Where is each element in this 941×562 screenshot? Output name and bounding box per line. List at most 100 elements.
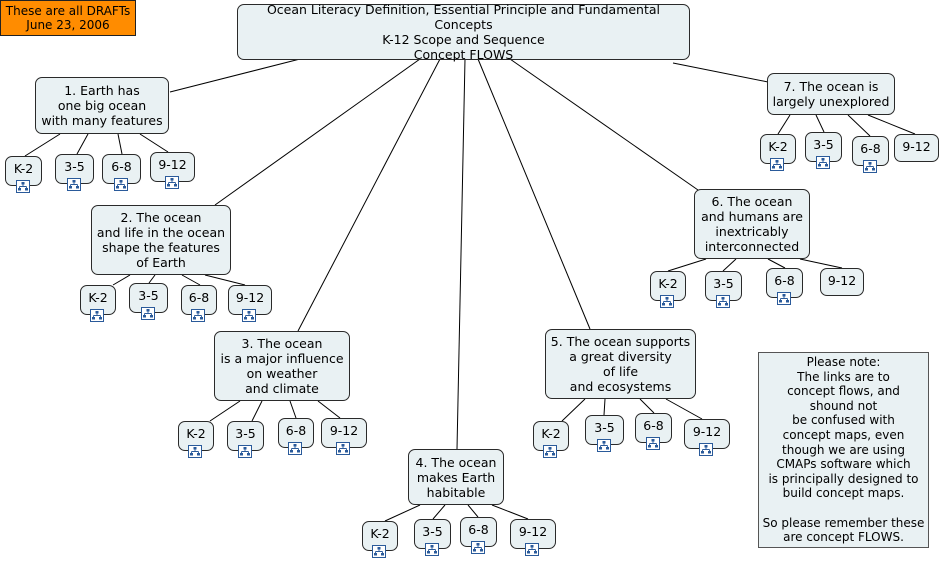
cmap-link-icon[interactable] [525, 543, 539, 556]
grade-label: 9-12 [902, 139, 931, 154]
grade-node-p6-3-5[interactable]: 3-5 [705, 271, 742, 308]
cmap-link-icon[interactable] [815, 156, 830, 169]
grade-label: 9-12 [158, 157, 187, 172]
principle-4-node[interactable]: 4. The ocean makes Earth habitable [408, 449, 504, 505]
grade-node-p1-9-12[interactable]: 9-12 [150, 152, 195, 189]
grade-node-p1-6-8[interactable]: 6-8 [102, 154, 141, 191]
grade-node-p3-6-8[interactable]: 6-8 [278, 418, 314, 455]
root-to-principle-4-line [456, 58, 466, 450]
principle-2-node[interactable]: 2. The ocean and life in the ocean shape… [91, 205, 231, 275]
grade-label: K-2 [658, 276, 678, 291]
grade-node-p5-6-8[interactable]: 6-8 [635, 413, 672, 450]
grade-node-p4-k2[interactable]: K-2 [362, 521, 398, 558]
cmap-link-icon[interactable] [862, 160, 877, 173]
principle-1-to-grade-3-line [117, 133, 123, 155]
principle-4-to-grade-4-line [491, 504, 529, 520]
cmap-link-icon[interactable] [776, 292, 791, 305]
principle-4-to-grade-2-line [432, 504, 446, 520]
cmap-link-icon[interactable] [715, 295, 730, 308]
grade-node-p3-k2[interactable]: K-2 [178, 421, 214, 458]
grade-node-p1-3-5[interactable]: 3-5 [55, 154, 94, 191]
draft-notice: These are all DRAFTs June 23, 2006 [0, 0, 136, 36]
grade-label: 6-8 [188, 290, 210, 305]
cmap-link-icon[interactable] [596, 439, 611, 452]
grade-node-p1-k2[interactable]: K-2 [5, 156, 42, 193]
root-to-principle-7-line [672, 62, 769, 83]
grade-label: 3-5 [138, 288, 159, 303]
grade-node-p3-9-12[interactable]: 9-12 [321, 418, 367, 455]
grade-node-p4-9-12[interactable]: 9-12 [510, 519, 556, 556]
cmap-link-icon[interactable] [140, 307, 155, 320]
grade-label: 3-5 [713, 276, 734, 291]
grade-node-p4-6-8[interactable]: 6-8 [460, 517, 497, 554]
cmap-link-icon[interactable] [424, 543, 439, 556]
grade-node-p5-3-5[interactable]: 3-5 [585, 415, 624, 452]
cmap-link-icon[interactable] [336, 442, 350, 455]
principle-5-to-grade-2-line [603, 398, 606, 416]
cmap-link-icon[interactable] [15, 180, 30, 193]
cmap-link-icon[interactable] [645, 437, 660, 450]
principle-1-to-grade-4-line [139, 133, 169, 153]
principle-5-node[interactable]: 5. The ocean supports a great diversity … [545, 329, 696, 399]
principle-7-node[interactable]: 7. The ocean is largely unexplored [767, 73, 895, 115]
grade-node-p2-k2[interactable]: K-2 [80, 285, 116, 322]
principle-3-to-grade-3-line [289, 400, 297, 419]
grade-node-p6-6-8[interactable]: 6-8 [766, 268, 803, 305]
grade-node-p2-6-8[interactable]: 6-8 [181, 285, 217, 322]
grade-label: 3-5 [422, 524, 443, 539]
root-concept[interactable]: Ocean Literacy Definition, Essential Pri… [237, 2, 690, 62]
principle-3-to-grade-1-line [209, 400, 241, 422]
principle-2-to-grade-1-line [112, 274, 131, 286]
grade-node-p2-9-12[interactable]: 9-12 [228, 285, 272, 322]
cmap-link-icon[interactable] [191, 309, 205, 322]
grade-node-p6-9-12[interactable]: 9-12 [820, 268, 864, 296]
note-box: Please note: The links are to concept fl… [758, 352, 929, 548]
principle-2-to-grade-3-line [181, 274, 201, 286]
cmap-link-icon[interactable] [66, 178, 81, 191]
principle-6-to-grade-4-line [799, 258, 843, 269]
principle-6-node[interactable]: 6. The ocean and humans are inextricably… [694, 189, 810, 259]
grade-label: 9-12 [518, 524, 548, 539]
principle-3-to-grade-2-line [251, 400, 263, 422]
grade-node-p5-9-12[interactable]: 9-12 [684, 419, 730, 456]
cmap-link-icon[interactable] [372, 545, 386, 558]
cmap-link-icon[interactable] [188, 445, 202, 458]
cmap-link-icon[interactable] [90, 309, 104, 322]
grade-label: 9-12 [235, 290, 265, 305]
cmap-link-icon[interactable] [699, 443, 713, 456]
principle-2-to-grade-2-line [148, 274, 156, 284]
grade-node-p7-6-8[interactable]: 6-8 [852, 136, 889, 173]
grade-label: K-2 [13, 161, 34, 176]
grade-label: K-2 [541, 426, 561, 441]
cmap-link-icon[interactable] [164, 176, 179, 189]
cmap-link-icon[interactable] [288, 442, 302, 455]
grade-label: 9-12 [329, 423, 359, 438]
grade-node-p7-3-5[interactable]: 3-5 [805, 132, 842, 169]
grade-node-p4-3-5[interactable]: 3-5 [414, 519, 451, 556]
principle-1-node[interactable]: 1. Earth has one big ocean with many fea… [35, 77, 169, 134]
principle-3-node[interactable]: 3. The ocean is a major influence on wea… [214, 331, 350, 401]
grade-label: K-2 [768, 139, 788, 154]
grade-node-p7-9-12[interactable]: 9-12 [894, 134, 939, 162]
root-to-principle-1-line [169, 58, 301, 93]
grade-node-p7-k2[interactable]: K-2 [760, 134, 796, 171]
grade-label: 6-8 [468, 522, 489, 537]
cmap-link-icon[interactable] [237, 445, 252, 458]
cmap-link-icon[interactable] [470, 541, 485, 554]
cmap-link-icon[interactable] [660, 295, 674, 308]
grade-label: 3-5 [813, 137, 834, 152]
grade-node-p3-3-5[interactable]: 3-5 [227, 421, 264, 458]
grade-label: K-2 [88, 290, 108, 305]
cmap-link-icon[interactable] [113, 178, 128, 191]
cmap-link-icon[interactable] [543, 445, 557, 458]
grade-node-p5-k2[interactable]: K-2 [533, 421, 569, 458]
principle-6-to-grade-3-line [767, 258, 786, 269]
principle-4-to-grade-1-line [384, 504, 421, 522]
principle-5-to-grade-3-line [639, 398, 655, 414]
cmap-link-icon[interactable] [770, 158, 784, 171]
grade-node-p6-k2[interactable]: K-2 [650, 271, 686, 308]
principle-7-to-grade-4-line [867, 114, 916, 135]
grade-node-p2-3-5[interactable]: 3-5 [129, 283, 168, 320]
cmap-link-icon[interactable] [242, 309, 256, 322]
